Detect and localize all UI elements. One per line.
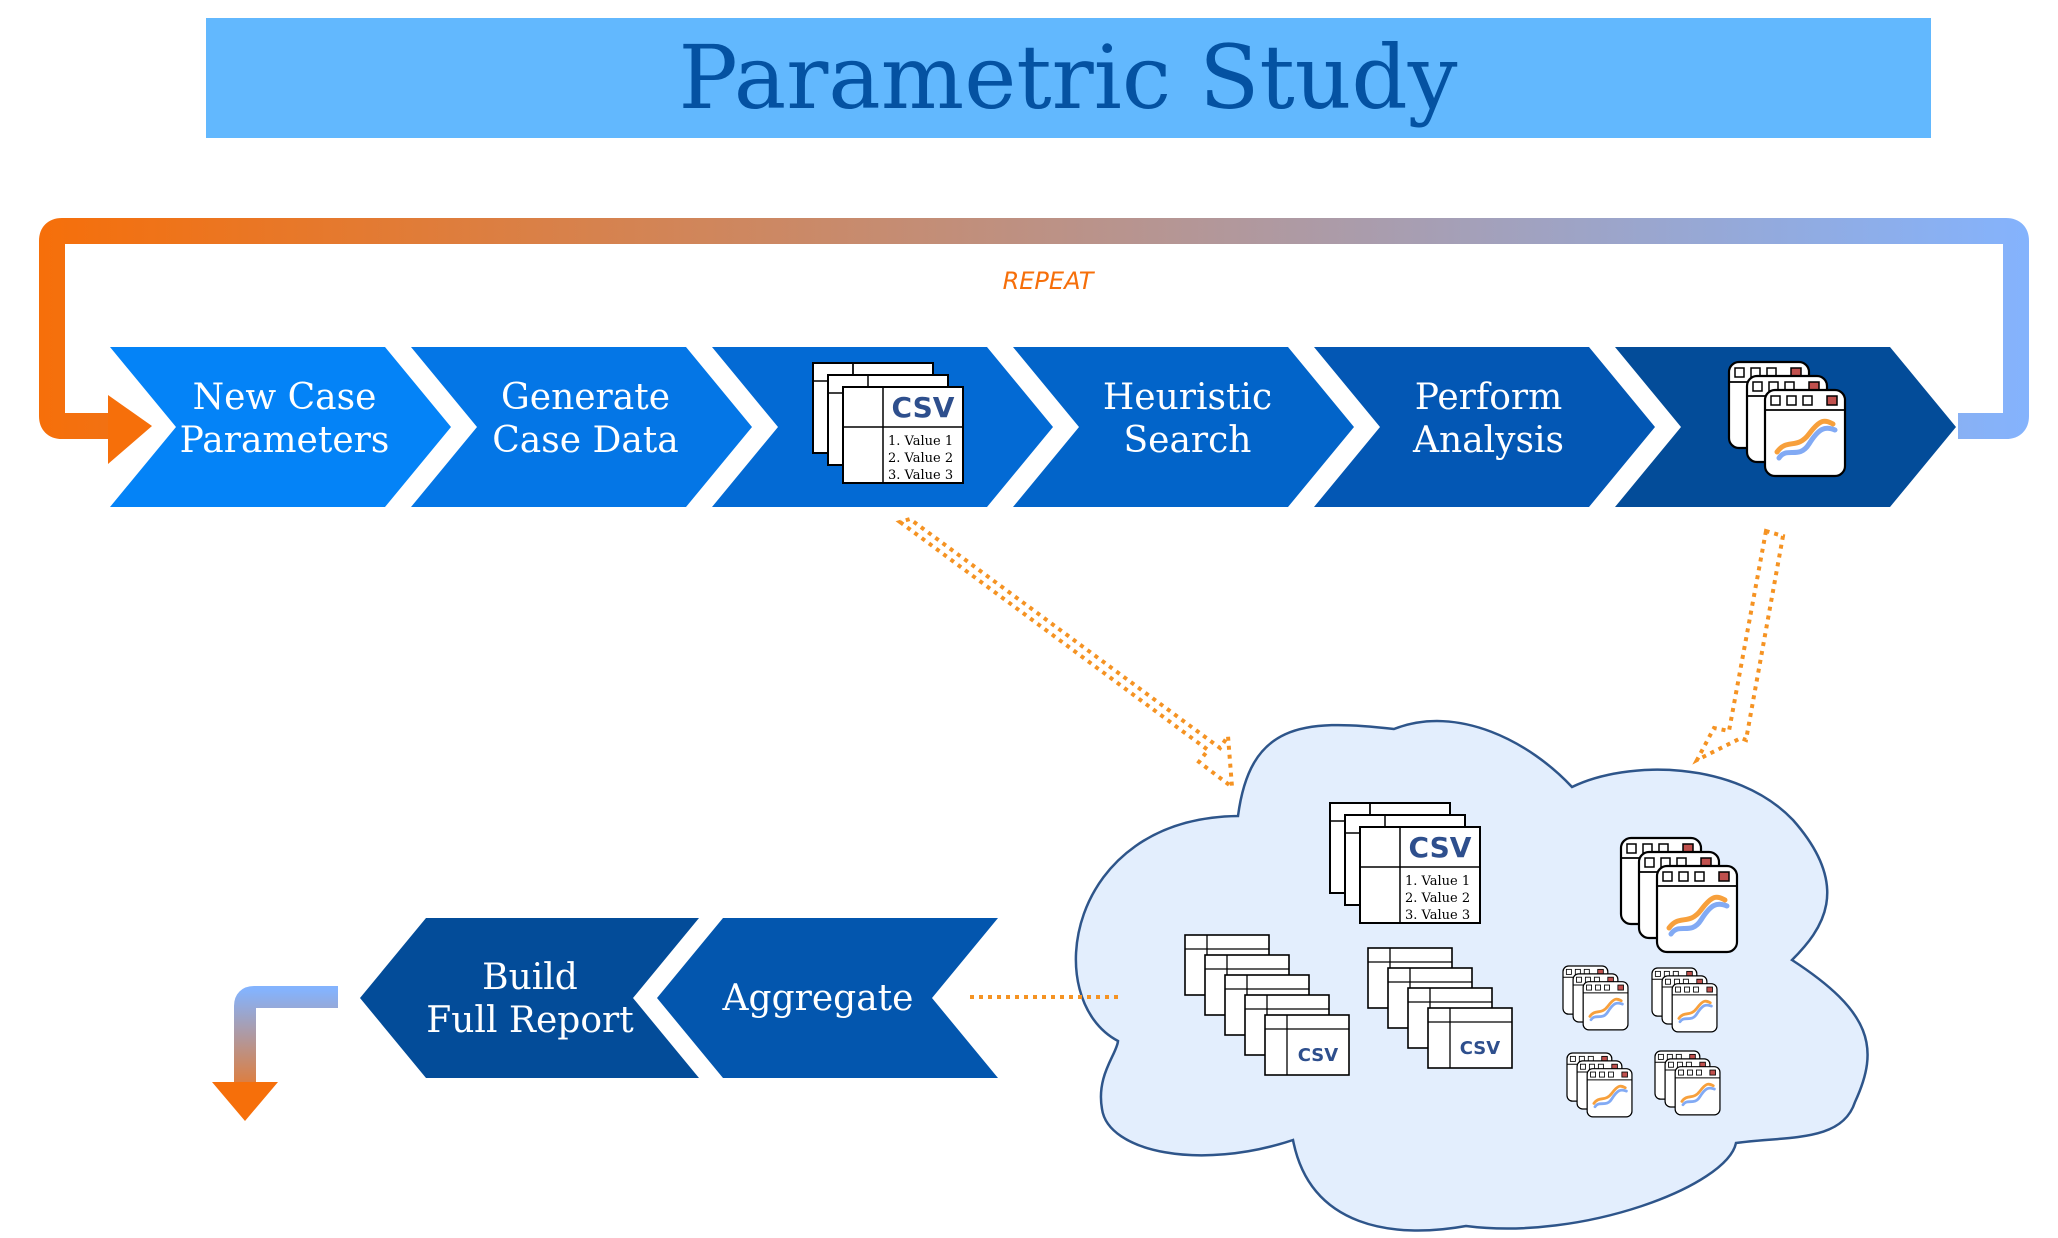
plot-window-stack-icon (1619, 836, 1739, 954)
output-arrowhead (212, 1082, 278, 1121)
pipeline-step-label-line1: New Case (193, 377, 377, 418)
title-banner (206, 18, 1931, 138)
repeat-arrowhead (108, 395, 152, 464)
csv-badge: CSV (1298, 1045, 1339, 1066)
dotted-arrow-csv-to-cloud (895, 516, 1235, 792)
aggregate-label: Aggregate (722, 978, 914, 1019)
plot-window-stack-icon (1562, 965, 1629, 1031)
csv-document-stack-icon: CSV 1. Value 1 2. Value 2 3. Value 3 (1329, 802, 1481, 924)
csv-row: 3. Value 3 (888, 468, 953, 483)
aggregate-chevron (657, 918, 998, 1078)
csv-badge: CSV (1409, 831, 1472, 864)
pipeline-step-label-line2: Parameters (180, 420, 390, 461)
csv-file-stack-icon: CSV (1367, 947, 1513, 1069)
pipeline-step-5 (1314, 347, 1655, 507)
pipeline-step-4 (1013, 347, 1354, 507)
repeat-loop-arrow (39, 218, 2029, 439)
plot-window-stack-icon (1727, 360, 1847, 478)
page-title: Parametric Study (679, 26, 1458, 129)
pipeline-step-label-line1: Generate (501, 377, 670, 418)
pipeline-step-label-line2: Case Data (492, 420, 679, 461)
cloud-contents: CSV 1. Value 1 2. Value 2 3. Value 3 CSV CSV (1184, 802, 1739, 1118)
pipeline-step-label-line2: Search (1124, 420, 1252, 461)
csv-row: 1. Value 1 (1405, 874, 1470, 889)
csv-row: 1. Value 1 (888, 434, 953, 449)
report-label-line2: Full Report (426, 1000, 634, 1041)
repeat-label: REPEAT (1003, 267, 1096, 295)
plot-window-stack-icon (1654, 1050, 1721, 1116)
build-report-chevron (360, 918, 699, 1078)
csv-document-stack-icon: CSV 1. Value 1 2. Value 2 3. Value 3 (812, 362, 964, 484)
pipeline-step-label-line1: Perform (1415, 377, 1562, 418)
csv-badge: CSV (892, 391, 955, 424)
pipeline-step-2 (411, 347, 752, 507)
pipeline-step-label-line2: Analysis (1412, 420, 1564, 461)
dotted-arrow-plots-to-cloud (1692, 528, 1786, 765)
plot-window-stack-icon (1651, 967, 1718, 1033)
csv-badge: CSV (1460, 1038, 1501, 1059)
pipeline-step-1 (110, 347, 451, 507)
report-label-line1: Build (482, 957, 578, 998)
csv-file-stack-icon: CSV (1184, 934, 1350, 1076)
csv-row: 2. Value 2 (1405, 891, 1470, 906)
pipeline-step-label-line1: Heuristic (1103, 377, 1272, 418)
plot-window-stack-icon (1566, 1052, 1633, 1118)
output-arrow (234, 986, 338, 1085)
csv-row: 2. Value 2 (888, 451, 953, 466)
csv-row: 3. Value 3 (1405, 908, 1470, 923)
